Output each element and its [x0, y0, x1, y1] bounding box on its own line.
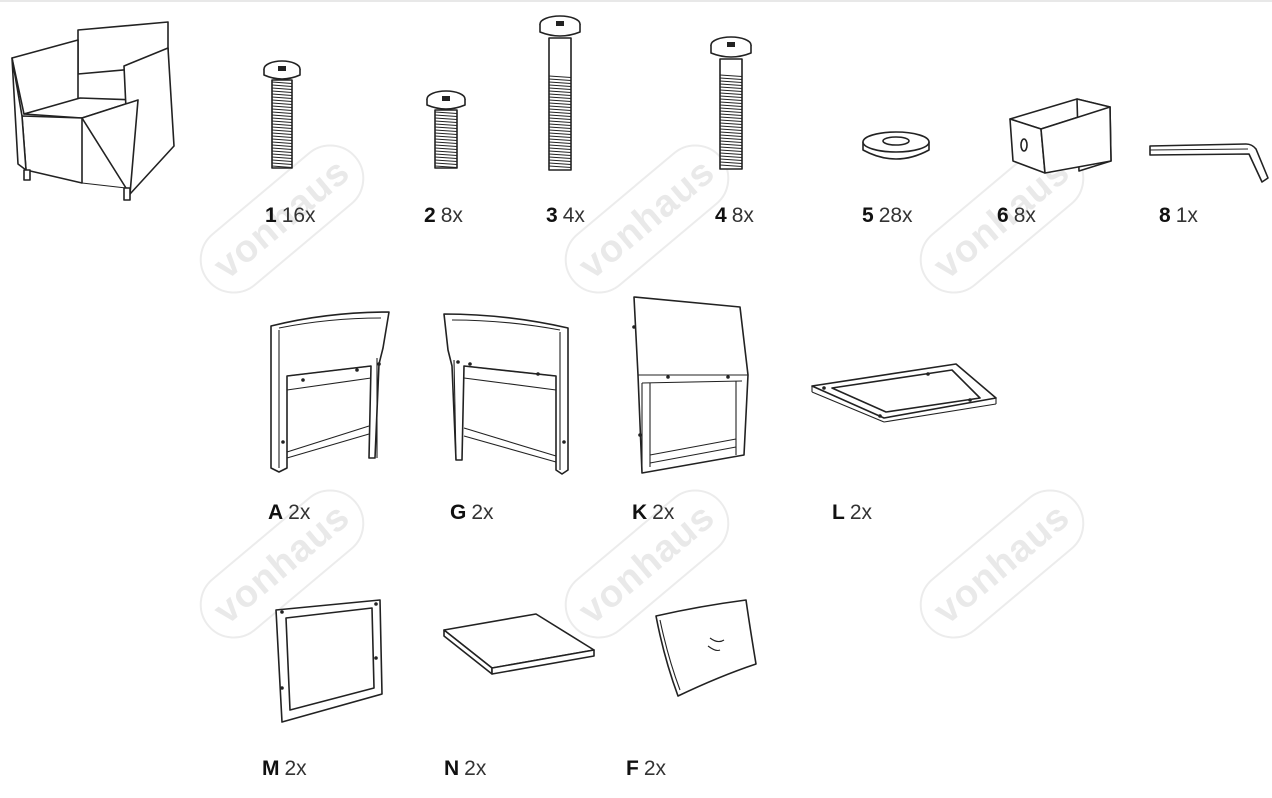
screw-1-illustration	[262, 58, 302, 178]
screw-2-illustration	[424, 88, 468, 178]
bolt-4-illustration	[709, 35, 753, 180]
panel-k-illustration	[630, 295, 755, 482]
board-n-illustration	[440, 612, 600, 682]
block-6-illustration	[1005, 95, 1117, 182]
armchair-illustration	[8, 18, 183, 208]
frame-l-illustration	[810, 360, 1000, 427]
frame-m-illustration	[272, 598, 387, 731]
washer-5-illustration	[860, 130, 932, 170]
panel-g-illustration	[440, 310, 575, 480]
top-divider	[0, 0, 1272, 2]
bolt-3-illustration	[538, 14, 582, 179]
cushion-f-illustration	[650, 598, 760, 705]
allen-key-8-illustration	[1148, 140, 1272, 193]
watermark: vonhaus	[905, 475, 1099, 653]
panel-a-illustration	[265, 308, 395, 481]
